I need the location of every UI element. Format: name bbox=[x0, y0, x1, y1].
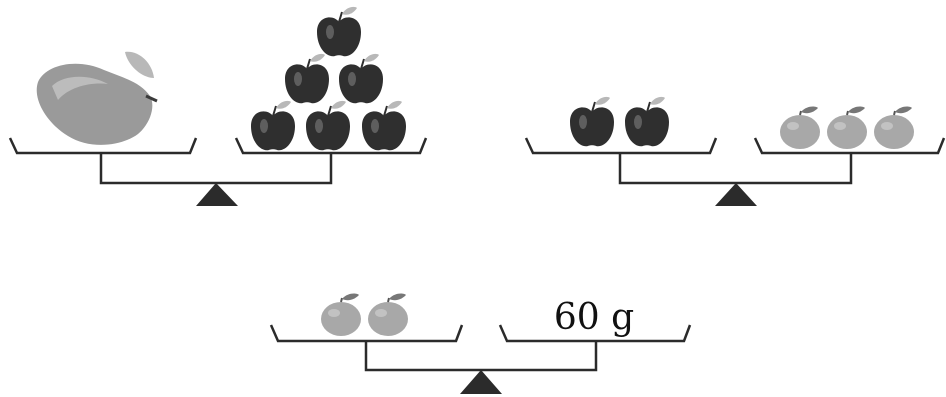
apple-icon bbox=[569, 95, 615, 148]
scale-1-left-pan bbox=[8, 137, 198, 155]
scale-2-fulcrum bbox=[715, 183, 757, 206]
scale-1 bbox=[8, 5, 428, 206]
scale-3-frame bbox=[364, 341, 598, 372]
orange-icon bbox=[320, 292, 362, 337]
scale-2 bbox=[524, 95, 946, 206]
apple-icon bbox=[338, 52, 384, 105]
weight-label: 60 g bbox=[554, 297, 634, 338]
scale-2-frame bbox=[618, 153, 853, 185]
apple-icon bbox=[361, 99, 407, 152]
orange-icon bbox=[779, 105, 821, 150]
scale-3: 60 g bbox=[269, 292, 692, 394]
scale-1-frame bbox=[99, 153, 333, 185]
scale-3-fulcrum bbox=[460, 370, 502, 394]
mango-icon bbox=[36, 51, 158, 145]
orange-icon bbox=[826, 105, 868, 150]
orange-icon bbox=[367, 292, 409, 337]
apple-icon bbox=[284, 52, 330, 105]
apple-icon bbox=[624, 95, 670, 148]
apple-icon bbox=[250, 99, 296, 152]
apple-icon bbox=[316, 5, 362, 58]
scale-1-beam bbox=[8, 137, 428, 185]
scale-2-left-pan bbox=[524, 137, 718, 155]
scale-3-left-pan bbox=[269, 324, 464, 343]
scale-1-fulcrum bbox=[196, 183, 238, 206]
apple-icon bbox=[305, 99, 351, 152]
apple-pyramid bbox=[250, 5, 407, 152]
orange-icon bbox=[873, 105, 915, 150]
